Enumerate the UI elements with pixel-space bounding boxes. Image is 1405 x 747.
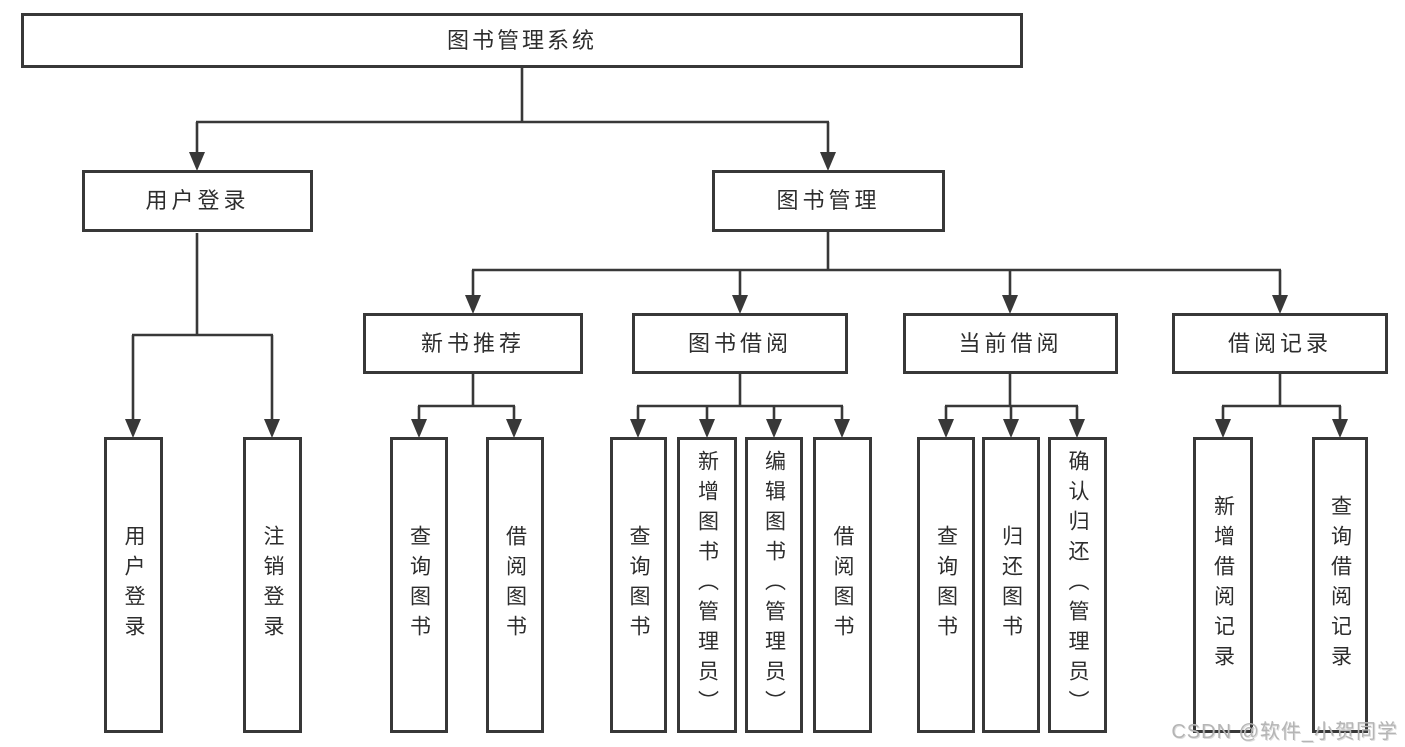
leaf-logout: 注销登录: [243, 437, 302, 733]
node-library-management-system: 图书管理系统: [21, 13, 1023, 68]
node-book-borrowing: 图书借阅: [632, 313, 848, 374]
csdn-watermark: CSDN @软件_小贺同学: [1171, 721, 1398, 743]
leaf-user-login: 用户登录: [104, 437, 163, 733]
node-user-login: 用户登录: [82, 170, 313, 232]
node-new-book-recommendation: 新书推荐: [363, 313, 583, 374]
leaf-borrow-books: 借阅图书: [813, 437, 872, 733]
leaf-borrowing-query-books: 查询图书: [610, 437, 667, 733]
leaf-edit-books-admin: 编辑图书（管理员）: [745, 437, 803, 733]
leaf-recommend-query-books: 查询图书: [390, 437, 448, 733]
node-current-borrowing: 当前借阅: [903, 313, 1118, 374]
node-book-management: 图书管理: [712, 170, 945, 232]
leaf-recommend-borrow-books: 借阅图书: [486, 437, 544, 733]
leaf-confirm-return-admin: 确认归还（管理员）: [1048, 437, 1107, 733]
leaf-add-books-admin: 新增图书（管理员）: [677, 437, 737, 733]
node-borrowing-records: 借阅记录: [1172, 313, 1388, 374]
leaf-current-query-books: 查询图书: [917, 437, 975, 733]
leaf-query-borrow-record: 查询借阅记录: [1312, 437, 1368, 733]
leaf-add-borrow-record: 新增借阅记录: [1193, 437, 1253, 733]
leaf-return-books: 归还图书: [982, 437, 1040, 733]
